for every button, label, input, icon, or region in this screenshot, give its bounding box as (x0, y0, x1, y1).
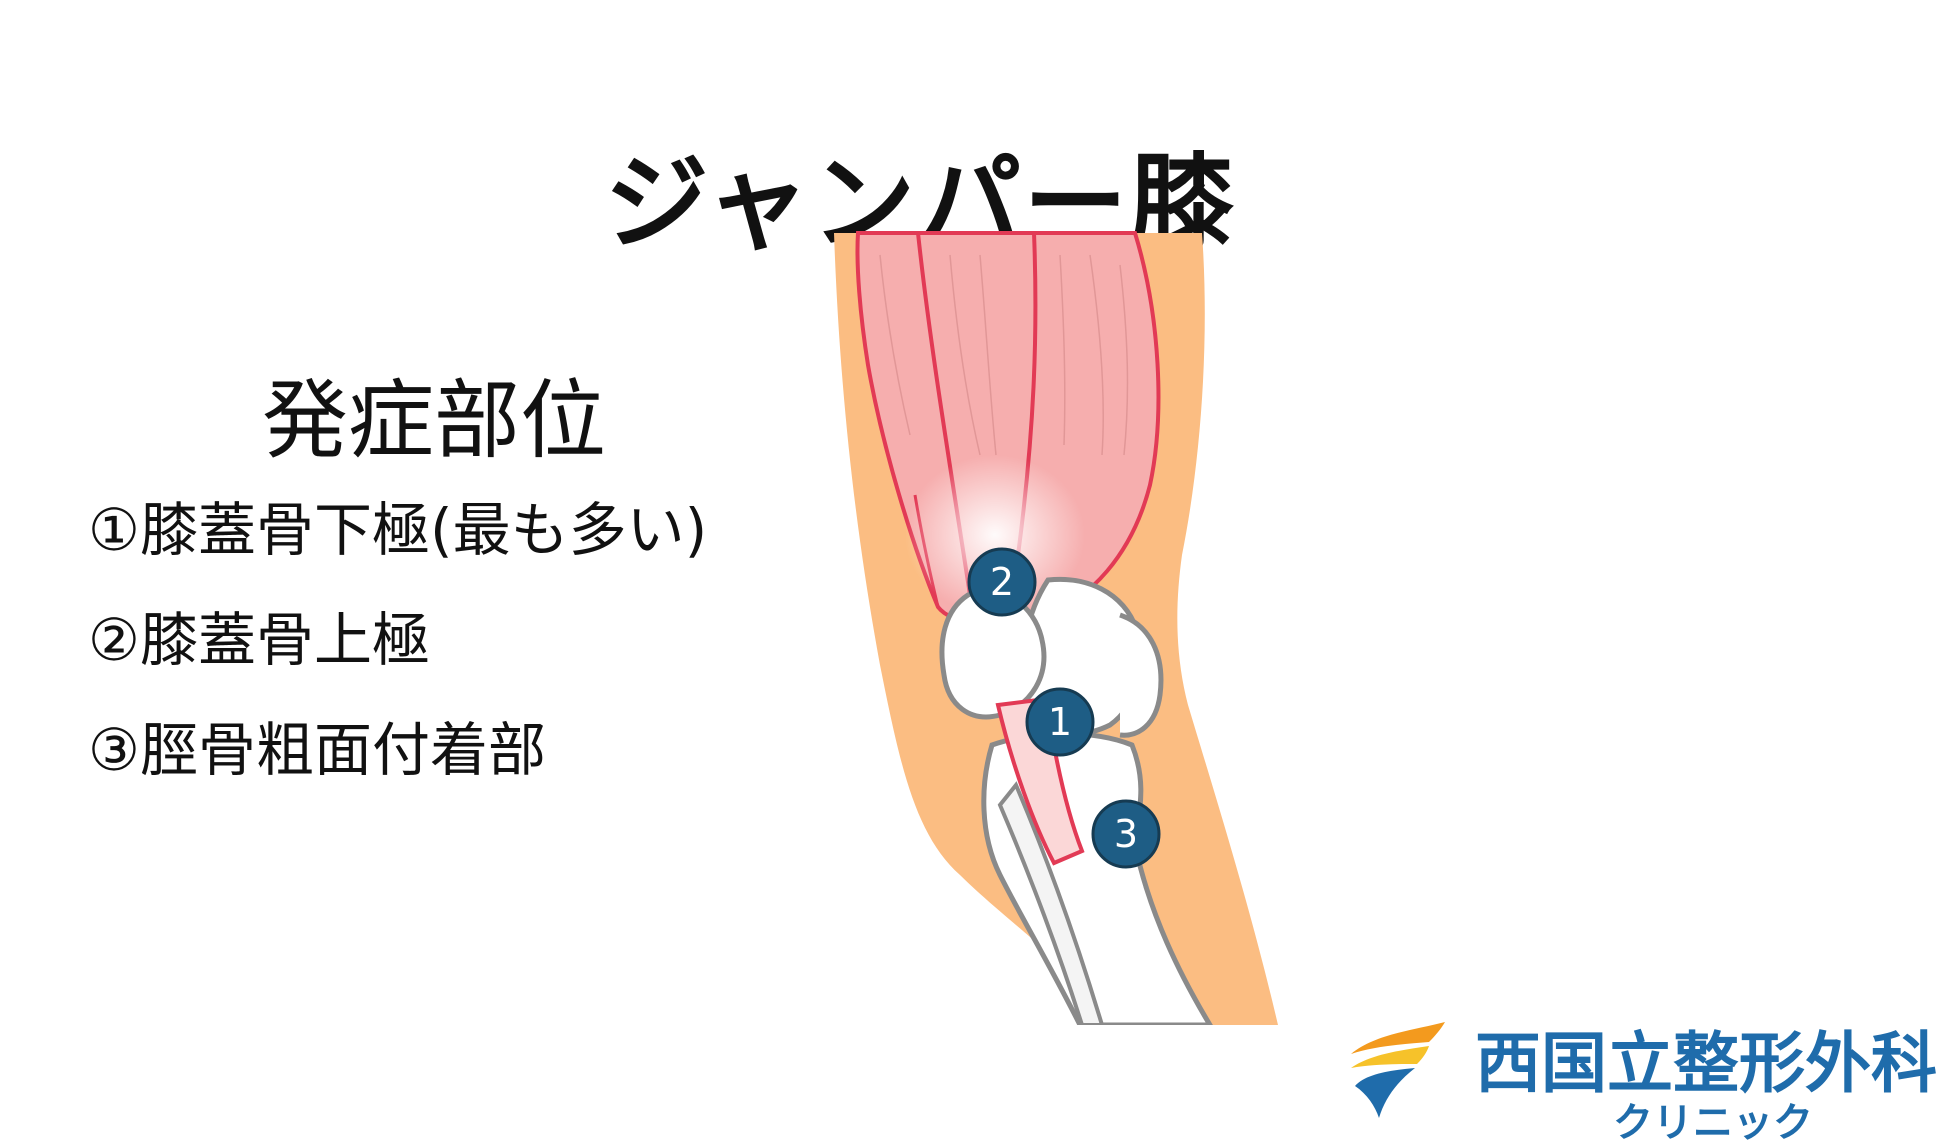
marker-3: 3 (1091, 799, 1161, 869)
clinic-name: 西国立整形外科 (1475, 1025, 1937, 1102)
site-item-1: ①膝蓋骨下極(最も多い) (88, 496, 708, 564)
clinic-logo[interactable]: 西国立整形外科 クリニック (1345, 1010, 1945, 1146)
onset-site-heading: 発症部位 (262, 371, 606, 471)
marker-3-label: 3 (1114, 812, 1138, 856)
marker-2: 2 (967, 547, 1037, 617)
knee-illustration: 1 2 3 (834, 231, 1278, 1025)
site-item-2: ②膝蓋骨上極 (88, 606, 430, 674)
marker-1: 1 (1025, 687, 1095, 757)
onset-site-list: ①膝蓋骨下極(最も多い) ②膝蓋骨上極 ③脛骨粗面付着部 (88, 490, 707, 820)
site-item-3: ③脛骨粗面付着部 (88, 716, 546, 784)
marker-1-label: 1 (1048, 700, 1072, 744)
femur-condyle-edge (1119, 612, 1164, 738)
tendon-glow (905, 455, 1085, 615)
clinic-subtitle: クリニック (1613, 1100, 1813, 1146)
logo-swoosh-icon (1351, 1022, 1445, 1118)
fibula-bone (997, 781, 1105, 1025)
marker-2-label: 2 (990, 560, 1014, 604)
